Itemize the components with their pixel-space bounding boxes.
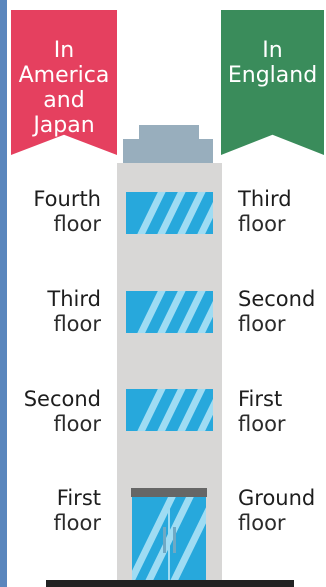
banner-right-line: In <box>262 38 282 63</box>
ground-line <box>46 580 294 587</box>
door-awning <box>131 488 207 497</box>
floor-label-us-3: Third floor <box>47 287 101 337</box>
floor-ordinal: Second <box>24 387 101 412</box>
floor-label-uk-3: Third floor <box>238 187 292 237</box>
floor-word: floor <box>47 312 101 337</box>
floor-word: floor <box>53 511 101 536</box>
left-border <box>0 0 7 587</box>
banner-left-line: America <box>19 63 110 88</box>
banner-left-line: Japan <box>33 113 94 138</box>
banner-america-japan: In America and Japan <box>11 10 117 155</box>
banner-left-line: and <box>43 88 84 113</box>
floor-word: floor <box>238 312 315 337</box>
floor-label-uk-1: First floor <box>238 387 286 437</box>
building-roof <box>139 125 199 139</box>
floor-ordinal: Second <box>238 287 315 312</box>
door-handle <box>163 527 166 553</box>
floor-label-uk-2: Second floor <box>238 287 315 337</box>
banner-right-line: England <box>228 63 317 88</box>
window-floor-3 <box>126 291 213 333</box>
floor-label-us-4: Fourth floor <box>33 187 101 237</box>
floor-ordinal: Fourth <box>33 187 101 212</box>
door-handle <box>173 527 176 553</box>
floor-word: floor <box>24 412 101 437</box>
window-floor-2 <box>126 389 213 431</box>
floor-label-uk-ground: Ground floor <box>238 486 315 536</box>
banner-england: In England <box>221 10 324 155</box>
floor-ordinal: First <box>238 387 286 412</box>
floor-ordinal: Third <box>238 187 292 212</box>
door-divider <box>168 497 170 587</box>
floor-label-us-1: First floor <box>53 486 101 536</box>
floor-word: floor <box>238 511 315 536</box>
building-roof-cap <box>123 139 213 163</box>
floor-ordinal: Third <box>47 287 101 312</box>
floor-word: floor <box>238 212 292 237</box>
floor-ordinal: First <box>53 486 101 511</box>
floor-word: floor <box>33 212 101 237</box>
floor-word: floor <box>238 412 286 437</box>
banner-left-line: In <box>54 38 74 63</box>
floor-label-us-2: Second floor <box>24 387 101 437</box>
window-floor-4 <box>126 192 213 234</box>
floor-ordinal: Ground <box>238 486 315 511</box>
